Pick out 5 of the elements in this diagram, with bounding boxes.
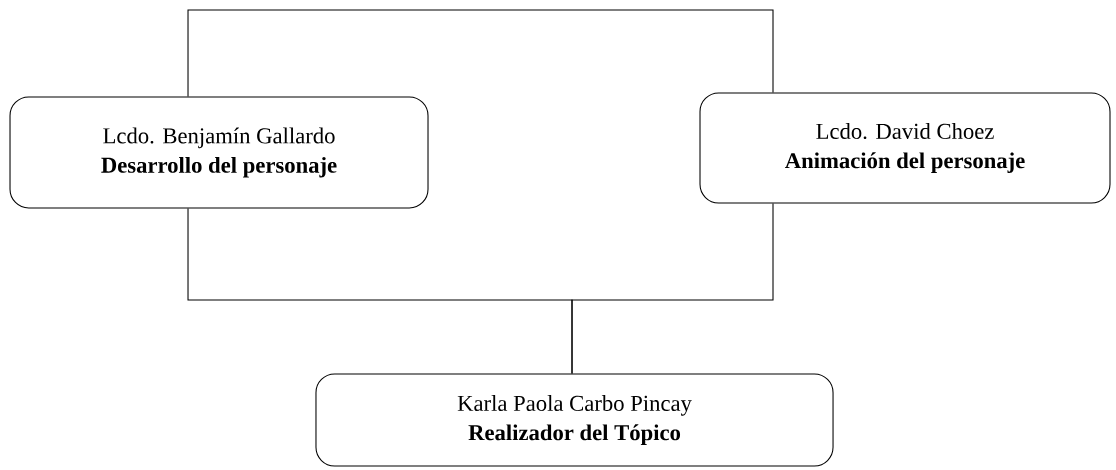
connector-line xyxy=(187,9,774,98)
person-box: Karla Paola Carbo Pincay Realizador del Tópico xyxy=(315,373,834,467)
person-box: Lcdo. David Choez Animación del personaje xyxy=(699,92,1111,204)
connector-line xyxy=(571,203,774,374)
person-box: Lcdo. Benjamín Gallardo Desarrollo del personaje xyxy=(9,96,429,209)
